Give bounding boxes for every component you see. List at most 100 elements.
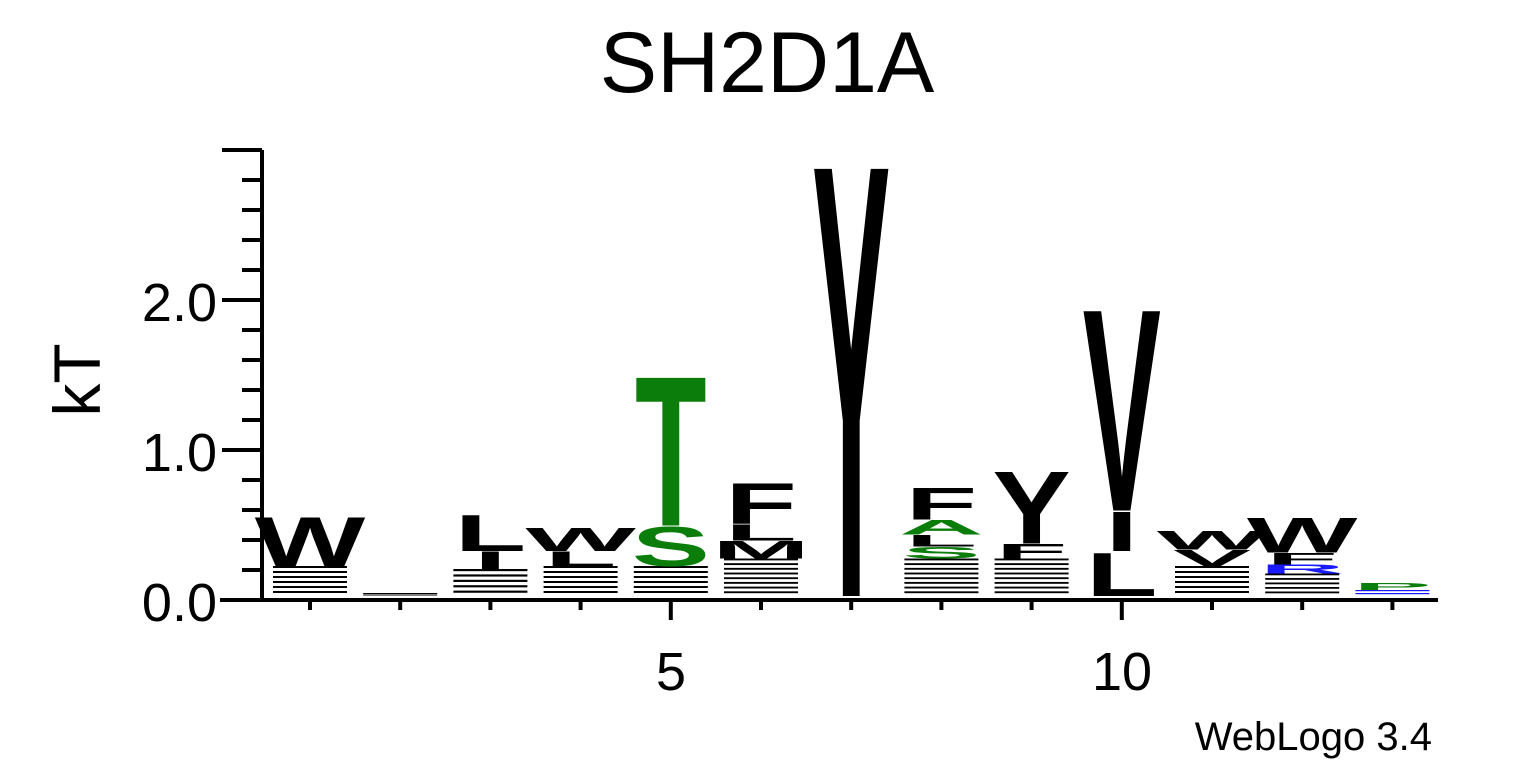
y-axis-label: kT [40, 343, 114, 416]
residue-letter-W: W [525, 521, 637, 558]
minor-residue-sliver [273, 586, 347, 588]
stack-position-13: P [1353, 581, 1431, 595]
minor-residue-sliver [543, 581, 618, 583]
residue-letter-I: I [474, 546, 507, 574]
minor-residue-sliver [453, 569, 528, 572]
minor-residue-sliver [273, 581, 347, 583]
minor-residue-sliver [1175, 571, 1249, 573]
minor-residue-sliver [724, 577, 798, 580]
residue-letter-L: L [545, 547, 617, 570]
minor-residue-sliver [363, 593, 438, 594]
minor-residue-sliver [273, 566, 347, 568]
minor-residue-sliver [904, 572, 979, 575]
minor-residue-sliver [994, 572, 1069, 575]
minor-residue-sliver [1265, 573, 1340, 576]
stack-position-11: VW [1157, 525, 1268, 593]
residue-letter-F: F [906, 478, 978, 530]
residue-letter-T: T [635, 332, 707, 572]
minor-residue-sliver [724, 572, 798, 575]
minor-residue-sliver [1355, 593, 1430, 595]
minor-residue-sliver [724, 591, 798, 594]
minor-residue-sliver [1175, 591, 1249, 593]
residue-letter-L: L [1086, 539, 1158, 609]
minor-residue-sliver [1265, 591, 1340, 594]
residue-letter-W: W [1247, 508, 1358, 564]
minor-residue-sliver [994, 586, 1069, 589]
minor-residue-sliver [724, 563, 798, 566]
y-tick-label-0: 0.0 [142, 573, 217, 633]
minor-residue-sliver [633, 571, 708, 573]
x-axis-ticks [308, 600, 1395, 620]
minor-residue-sliver [994, 581, 1069, 584]
minor-residue-sliver [1175, 581, 1249, 583]
minor-residue-sliver [273, 571, 347, 573]
minor-residue-sliver [994, 567, 1069, 570]
minor-residue-sliver [994, 563, 1069, 566]
minor-residue-sliver [543, 576, 618, 578]
minor-residue-sliver [904, 567, 979, 570]
residue-letter-L: L [906, 531, 978, 550]
stack-position-7: Y [812, 35, 890, 728]
minor-residue-sliver [633, 591, 708, 593]
residue-letter-V: V [1173, 545, 1251, 571]
residue-letter-S: S [632, 516, 710, 578]
minor-residue-sliver [1265, 578, 1340, 580]
minor-residue-sliver [1355, 590, 1430, 592]
stack-position-3: IL [453, 504, 528, 593]
residue-letter-W: W [255, 502, 366, 582]
residue-letter-Y: Y [812, 35, 890, 728]
minor-residue-sliver [543, 591, 618, 593]
residue-letter-P: P [1353, 581, 1431, 593]
minor-residue-sliver [633, 576, 708, 578]
minor-residue-sliver [363, 594, 438, 596]
residue-letter-F: F [1266, 549, 1338, 568]
minor-residue-sliver [453, 590, 528, 593]
x-tick-label-5: 5 [656, 642, 686, 702]
minor-residue-sliver [904, 591, 979, 594]
minor-residue-sliver [1265, 582, 1340, 585]
minor-residue-sliver [453, 579, 528, 582]
minor-residue-sliver [994, 591, 1069, 594]
y-tick-label-2: 2.0 [142, 273, 217, 333]
minor-residue-sliver [724, 581, 798, 584]
stack-position-12: RFW [1247, 508, 1358, 594]
minor-residue-sliver [904, 581, 979, 584]
stack-position-6: MLF [712, 471, 810, 594]
minor-residue-sliver [1175, 576, 1249, 578]
stack-position-9: FY [993, 450, 1071, 594]
minor-residue-sliver [994, 577, 1069, 580]
residue-letter-Y: Y [993, 450, 1071, 566]
chart-title: SH2D1A [600, 15, 935, 111]
minor-residue-sliver [543, 571, 618, 573]
residue-letter-F: F [725, 471, 797, 537]
minor-residue-sliver [273, 591, 347, 593]
residue-letter-S: S [902, 543, 980, 562]
minor-residue-sliver [453, 585, 528, 588]
minor-residue-sliver [1265, 587, 1340, 589]
stack-position-4: LW [525, 521, 637, 593]
weblogo-credit: WebLogo 3.4 [1195, 715, 1432, 759]
stack-position-5: ST [632, 332, 710, 593]
minor-residue-sliver [904, 577, 979, 580]
residue-letter-M: M [712, 536, 810, 564]
y-axis-ticks [222, 148, 262, 602]
residue-letter-A: A [899, 516, 984, 539]
y-tick-label-1: 1.0 [142, 423, 217, 483]
residue-letter-F: F [996, 540, 1068, 563]
minor-residue-sliver [543, 586, 618, 588]
minor-residue-sliver [543, 566, 618, 568]
residue-letter-I: I [1106, 501, 1139, 563]
minor-residue-sliver [904, 563, 979, 566]
minor-residue-sliver [633, 586, 708, 588]
residue-letter-L: L [455, 504, 527, 562]
minor-residue-sliver [273, 576, 347, 578]
minor-residue-sliver [724, 558, 798, 561]
minor-residue-sliver [724, 586, 798, 589]
minor-residue-sliver [904, 586, 979, 589]
x-tick-label-10: 10 [1092, 642, 1152, 702]
minor-residue-sliver [633, 581, 708, 583]
residue-letter-R: R [1260, 562, 1345, 576]
